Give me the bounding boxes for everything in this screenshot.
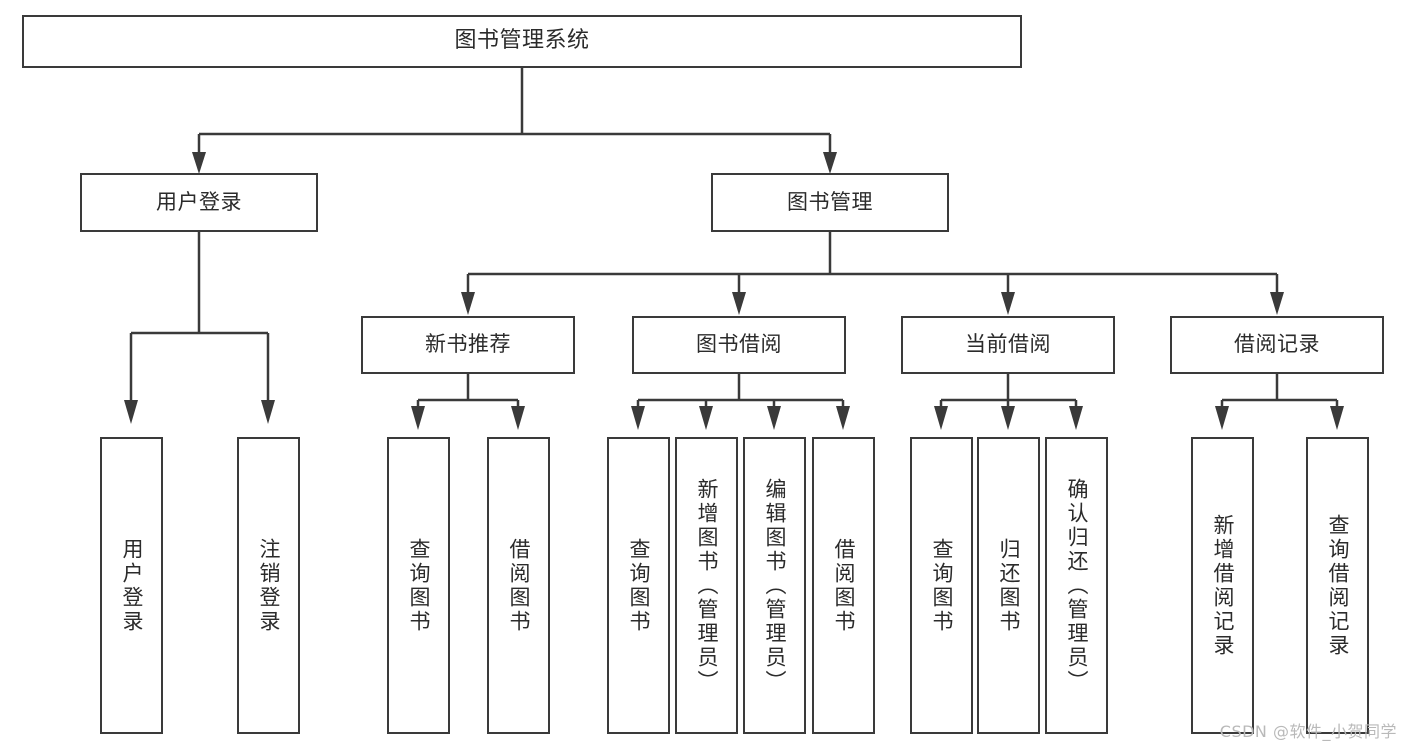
node-label: 新书推荐 [425,332,511,357]
node-label: 图书管理系统 [454,28,590,54]
node-label: 图书借阅 [696,332,782,357]
node-label: 归还图书 [997,537,1021,634]
node-borrow-record[interactable]: 借阅记录 [1170,316,1384,374]
node-label: 查询图书 [407,537,431,634]
node-label: 用户登录 [156,189,242,214]
node-label: 图书管理 [787,189,873,214]
node-user-login[interactable]: 用户登录 [80,173,318,232]
node-label: 查询图书 [930,537,954,634]
node-book-manage[interactable]: 图书管理 [711,173,949,232]
node-label: 借阅图书 [832,537,856,634]
node-label: 确认归还（管理员） [1065,477,1089,694]
node-label: 借阅记录 [1234,332,1320,357]
node-leaf-return-book[interactable]: 归还图书 [977,437,1040,734]
node-label: 注销登录 [257,537,281,634]
node-leaf-user-login[interactable]: 用户登录 [100,437,163,734]
node-new-book-recommend[interactable]: 新书推荐 [361,316,575,374]
node-leaf-confirm-return-admin[interactable]: 确认归还（管理员） [1045,437,1108,734]
node-label: 编辑图书（管理员） [763,477,787,694]
node-book-borrow[interactable]: 图书借阅 [632,316,846,374]
node-leaf-borrow-book[interactable]: 借阅图书 [812,437,875,734]
node-leaf-edit-book-admin[interactable]: 编辑图书（管理员） [743,437,806,734]
node-leaf-add-borrow-record[interactable]: 新增借阅记录 [1191,437,1254,734]
node-label: 用户登录 [120,537,144,634]
node-leaf-user-logout[interactable]: 注销登录 [237,437,300,734]
node-leaf-query-book-current[interactable]: 查询图书 [910,437,973,734]
node-label: 查询图书 [627,537,651,634]
node-label: 新增图书（管理员） [695,477,719,694]
node-label: 查询借阅记录 [1326,513,1350,658]
node-current-borrow[interactable]: 当前借阅 [901,316,1115,374]
node-label: 新增借阅记录 [1211,513,1235,658]
node-leaf-add-book-admin[interactable]: 新增图书（管理员） [675,437,738,734]
watermark-text: CSDN @软件_小贺同学 [1219,722,1397,741]
node-leaf-query-book-borrow[interactable]: 查询图书 [607,437,670,734]
node-leaf-query-borrow-record[interactable]: 查询借阅记录 [1306,437,1369,734]
node-label: 当前借阅 [965,332,1051,357]
node-leaf-query-book-recommend[interactable]: 查询图书 [387,437,450,734]
node-leaf-borrow-book-recommend[interactable]: 借阅图书 [487,437,550,734]
node-root-system[interactable]: 图书管理系统 [22,15,1022,68]
node-label: 借阅图书 [507,537,531,634]
